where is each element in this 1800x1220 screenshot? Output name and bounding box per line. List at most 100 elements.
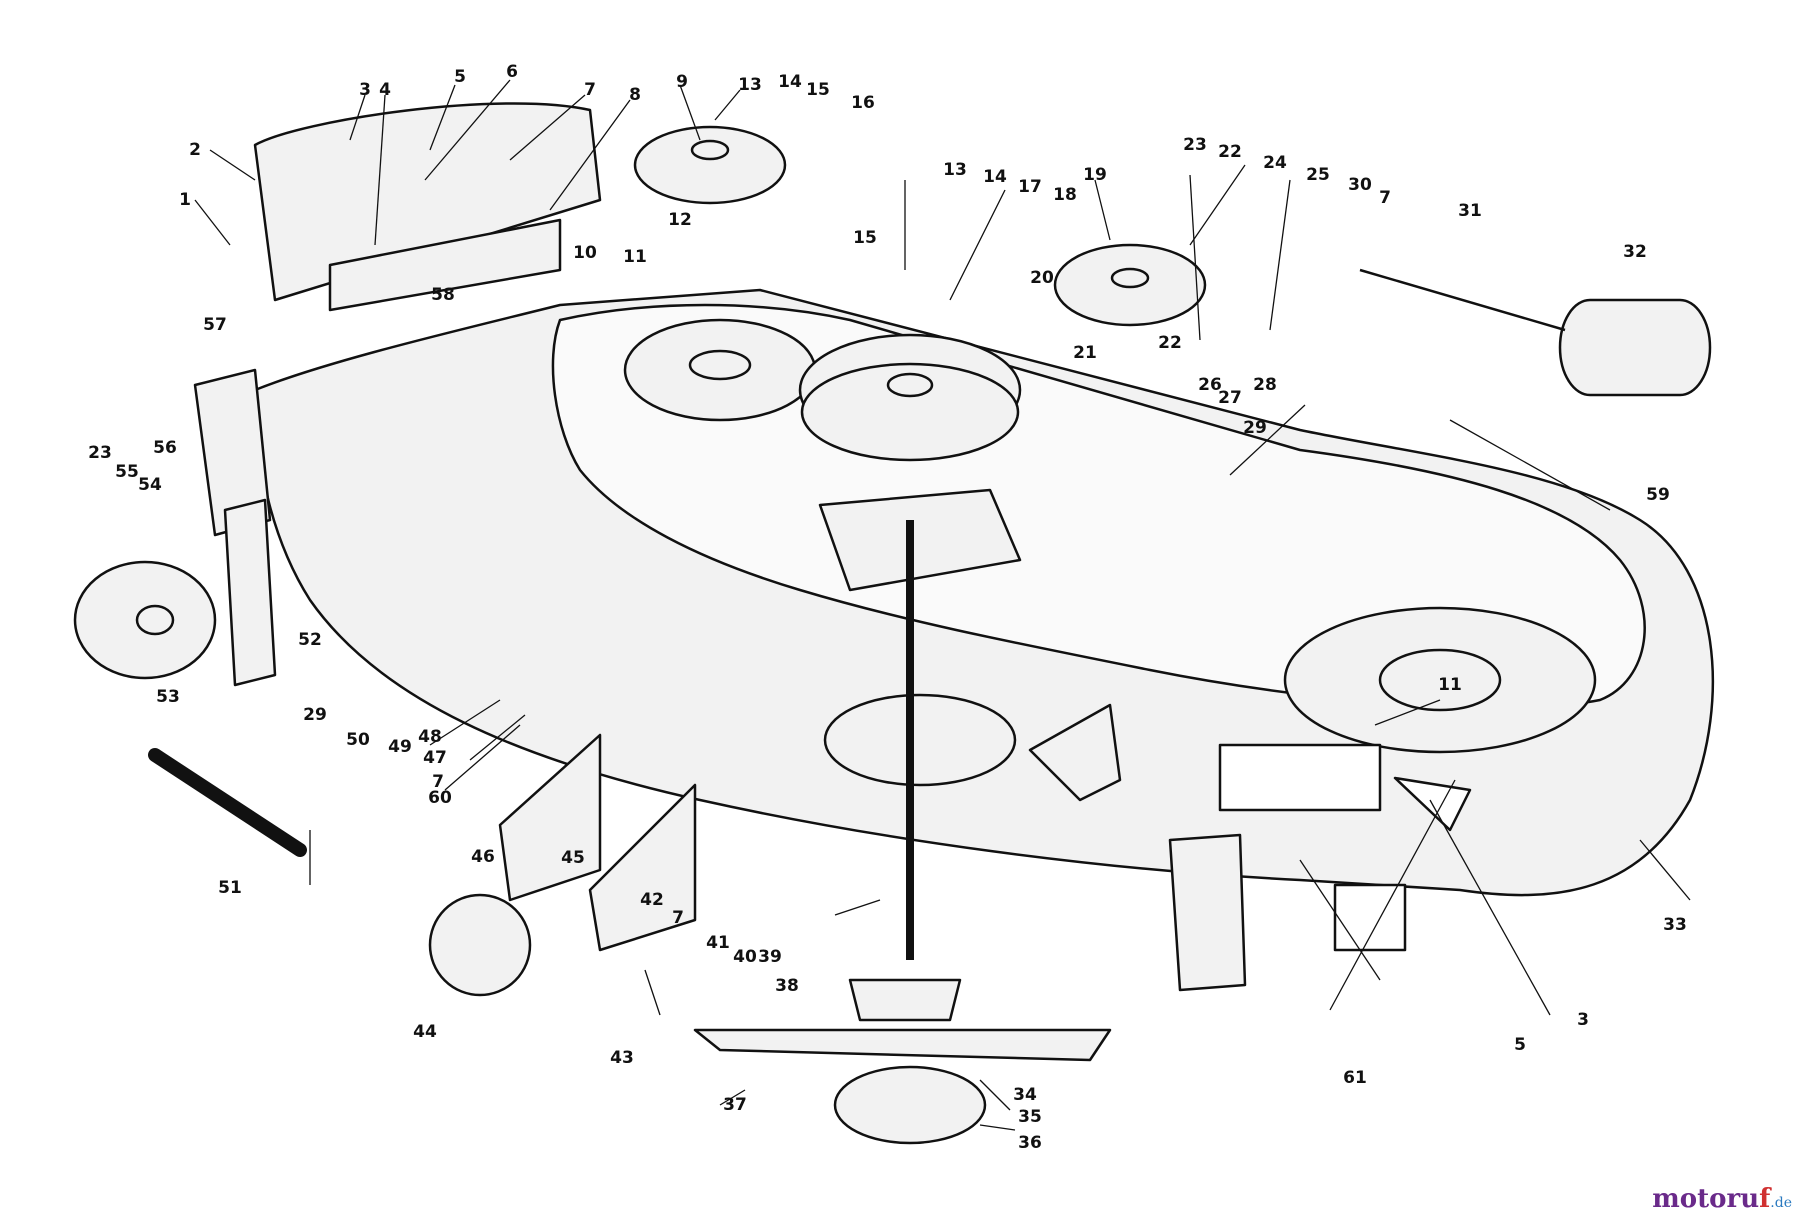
baffle-center xyxy=(588,783,697,952)
part-label-22: 22 xyxy=(1158,333,1182,353)
part-label-5: 5 xyxy=(1514,1035,1526,1055)
part-label-58: 58 xyxy=(431,285,455,305)
part-label-29: 29 xyxy=(1243,418,1267,438)
right-spindle-hub xyxy=(1378,648,1502,712)
belt-cover xyxy=(253,102,602,302)
part-label-29: 29 xyxy=(303,705,327,725)
part-label-6: 6 xyxy=(506,62,518,82)
part-label-7: 7 xyxy=(584,80,596,100)
decal-large xyxy=(1218,743,1382,812)
wheel-bracket xyxy=(223,498,277,687)
part-label-61: 61 xyxy=(1343,1068,1367,1088)
part-label-1: 1 xyxy=(179,190,191,210)
axle-rod xyxy=(148,748,307,857)
part-label-27: 27 xyxy=(1218,388,1242,408)
roller-axle xyxy=(1359,268,1566,332)
idler-pulley-hub xyxy=(1110,267,1150,289)
part-label-52: 52 xyxy=(298,630,322,650)
part-label-5: 5 xyxy=(454,67,466,87)
part-label-51: 51 xyxy=(218,878,242,898)
part-label-25: 25 xyxy=(1306,165,1330,185)
part-label-3: 3 xyxy=(1577,1010,1589,1030)
part-label-59: 59 xyxy=(1646,485,1670,505)
part-label-15: 15 xyxy=(806,80,830,100)
part-label-16: 16 xyxy=(851,93,875,113)
part-label-33: 33 xyxy=(1663,915,1687,935)
part-label-45: 45 xyxy=(561,848,585,868)
part-label-9: 9 xyxy=(676,72,688,92)
baffle-left xyxy=(498,733,602,902)
part-label-7: 7 xyxy=(432,772,444,792)
part-label-49: 49 xyxy=(388,737,412,757)
left-spindle-hub xyxy=(688,349,752,381)
part-label-60: 60 xyxy=(428,788,452,808)
part-label-23: 23 xyxy=(88,443,112,463)
upper-pulley-hub xyxy=(690,139,730,161)
blade-cup xyxy=(833,1065,987,1145)
part-label-39: 39 xyxy=(758,947,782,967)
part-label-36: 36 xyxy=(1018,1133,1042,1153)
part-label-10: 10 xyxy=(573,243,597,263)
part-label-8: 8 xyxy=(629,85,641,105)
watermark-tld: .de xyxy=(1770,1195,1792,1211)
part-label-47: 47 xyxy=(423,748,447,768)
part-label-11: 11 xyxy=(1438,675,1462,695)
part-label-12: 12 xyxy=(668,210,692,230)
part-label-21: 21 xyxy=(1073,343,1097,363)
part-label-17: 17 xyxy=(1018,177,1042,197)
part-label-24: 24 xyxy=(1263,153,1287,173)
part-label-14: 14 xyxy=(983,167,1007,187)
anti-scalp-wheel xyxy=(428,893,532,997)
part-label-7: 7 xyxy=(672,908,684,928)
center-pulley-hub xyxy=(886,372,934,398)
part-label-11: 11 xyxy=(623,247,647,267)
part-label-13: 13 xyxy=(943,160,967,180)
watermark-accent: f xyxy=(1759,1184,1771,1214)
part-label-44: 44 xyxy=(413,1022,437,1042)
part-label-4: 4 xyxy=(379,80,391,100)
blade-adapter xyxy=(848,978,962,1022)
spindle-flange xyxy=(818,488,1022,592)
watermark-main: motoru xyxy=(1652,1184,1760,1214)
part-label-40: 40 xyxy=(733,947,757,967)
part-label-18: 18 xyxy=(1053,185,1077,205)
spindle-housing xyxy=(823,693,1017,787)
part-label-55: 55 xyxy=(115,462,139,482)
part-label-56: 56 xyxy=(153,438,177,458)
part-label-13: 13 xyxy=(738,75,762,95)
part-label-57: 57 xyxy=(203,315,227,335)
part-label-38: 38 xyxy=(775,976,799,996)
part-label-41: 41 xyxy=(706,933,730,953)
part-label-26: 26 xyxy=(1198,375,1222,395)
part-label-48: 48 xyxy=(418,727,442,747)
decal-small xyxy=(1333,883,1407,952)
part-label-3: 3 xyxy=(359,80,371,100)
front-bracket xyxy=(193,368,272,537)
part-label-19: 19 xyxy=(1083,165,1107,185)
watermark-logo: motoruf.de xyxy=(1652,1184,1792,1214)
part-label-23: 23 xyxy=(1183,135,1207,155)
part-label-42: 42 xyxy=(640,890,664,910)
part-label-54: 54 xyxy=(138,475,162,495)
chute-bracket xyxy=(1168,833,1247,992)
part-label-14: 14 xyxy=(778,72,802,92)
part-label-15: 15 xyxy=(853,228,877,248)
part-label-30: 30 xyxy=(1348,175,1372,195)
part-label-28: 28 xyxy=(1253,375,1277,395)
center-pulley-groove xyxy=(800,362,1020,462)
part-label-32: 32 xyxy=(1623,242,1647,262)
part-label-34: 34 xyxy=(1013,1085,1037,1105)
part-label-43: 43 xyxy=(610,1048,634,1068)
part-label-2: 2 xyxy=(189,140,201,160)
part-label-35: 35 xyxy=(1018,1107,1042,1127)
mount-bracket xyxy=(1028,703,1122,802)
roller xyxy=(1558,298,1712,397)
cover-hinge xyxy=(328,218,562,312)
part-label-50: 50 xyxy=(346,730,370,750)
part-label-53: 53 xyxy=(156,687,180,707)
part-label-37: 37 xyxy=(723,1095,747,1115)
gauge-wheel-hub xyxy=(135,604,175,636)
part-label-22: 22 xyxy=(1218,142,1242,162)
part-label-20: 20 xyxy=(1030,268,1054,288)
